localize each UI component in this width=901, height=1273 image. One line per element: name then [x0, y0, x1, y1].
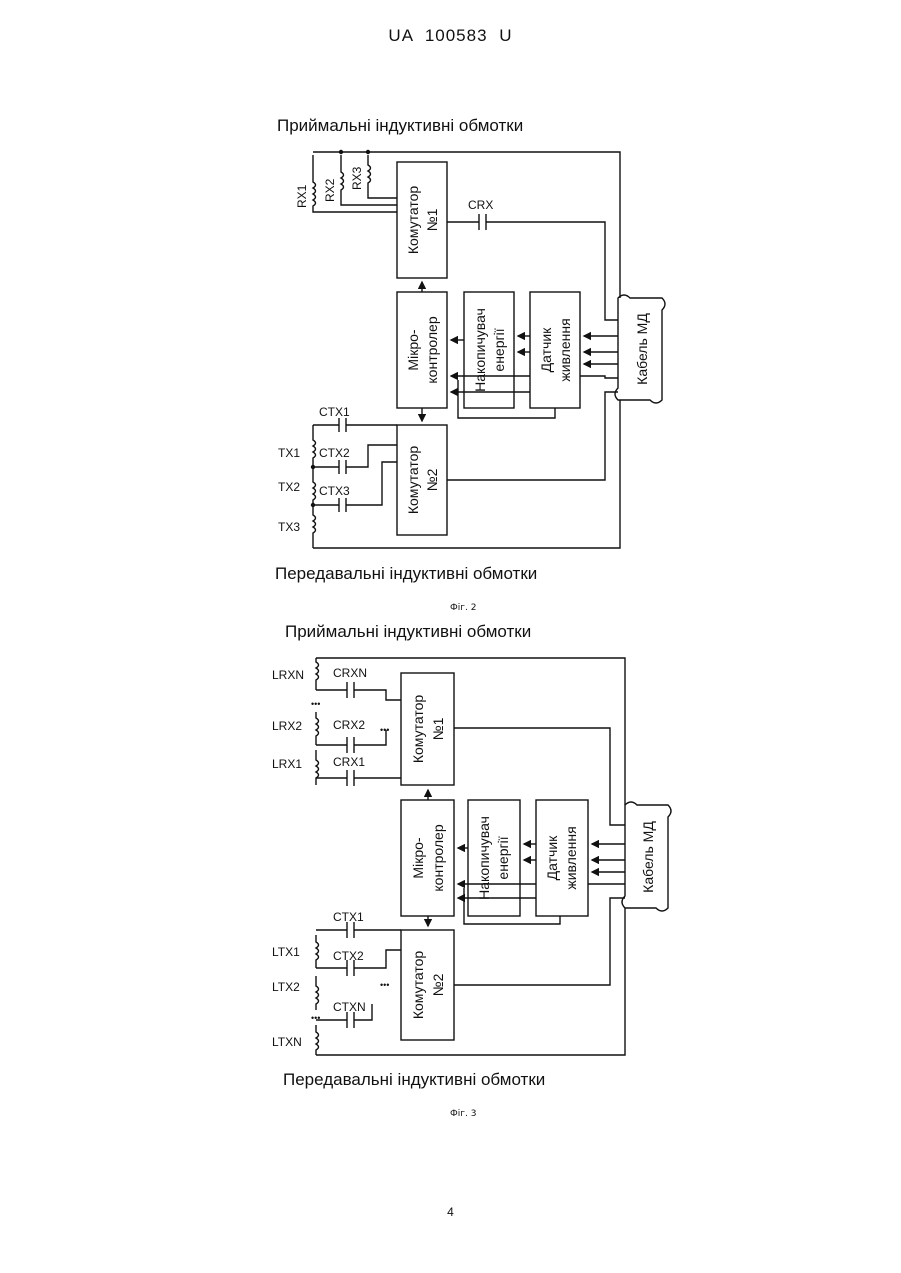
- fig2-tx3-label: TX3: [278, 520, 300, 534]
- fig2-mcu-line2: контролер: [424, 316, 440, 383]
- fig2-storage-line2: енергії: [491, 328, 507, 371]
- fig3-ellipsis-tx-left: •••: [311, 1013, 320, 1023]
- fig3-switch2-line2: №2: [430, 973, 446, 996]
- fig3-ltx2-label: LTX2: [272, 980, 300, 994]
- fig2-crx-label: CRX: [468, 198, 493, 212]
- figure-3-diagram: Приймальні індуктивні обмотки Передаваль…: [260, 615, 680, 1105]
- fig3-crx2-label: CRX2: [333, 718, 365, 732]
- fig2-rx1-label: RX1: [295, 184, 309, 208]
- fig3-mcu-line2: контролер: [430, 824, 446, 891]
- fig3-top-label: Приймальні індуктивні обмотки: [285, 622, 531, 641]
- fig3-switch1-line2: №1: [430, 717, 446, 740]
- fig3-ltx1-label: LTX1: [272, 945, 300, 959]
- fig3-switch1-line1: Комутатор: [410, 695, 426, 763]
- fig2-rx2-label: RX2: [323, 178, 337, 202]
- fig3-sensor-line2: живлення: [563, 826, 579, 889]
- fig3-switch1-box: [401, 673, 454, 785]
- fig2-ctx2-label: CTX2: [319, 446, 350, 460]
- fig2-sensor-line2: живлення: [557, 318, 573, 381]
- fig2-mcu-line1: Мікро-: [405, 329, 421, 370]
- fig2-switch1-line1: Комутатор: [405, 186, 421, 254]
- fig3-switch2-box: [401, 930, 454, 1040]
- fig3-ctx1-label: CTX1: [333, 910, 364, 924]
- fig3-ctx2-label: CTX2: [333, 949, 364, 963]
- fig3-ltxn-label: LTXN: [272, 1035, 302, 1049]
- fig2-storage-line1: Накопичувач: [472, 308, 488, 392]
- fig3-ellipsis-rx-top: •••: [311, 699, 320, 709]
- fig2-cable-label: Кабель МД: [634, 313, 650, 385]
- fig3-crx1-label: CRX1: [333, 755, 365, 769]
- fig2-caption: Фіг. 2: [450, 603, 476, 613]
- fig3-ctxn-label: CTXN: [333, 1000, 366, 1014]
- page-number: 4: [0, 1205, 901, 1219]
- fig3-lrx2-label: LRX2: [272, 719, 302, 733]
- fig2-switch2-line1: Комутатор: [405, 446, 421, 514]
- fig2-bottom-label: Передавальні індуктивні обмотки: [275, 564, 537, 583]
- fig2-ctx3-label: CTX3: [319, 484, 350, 498]
- fig2-tx2-label: TX2: [278, 480, 300, 494]
- fig3-lrx1-label: LRX1: [272, 757, 302, 771]
- fig3-cable-label: Кабель МД: [640, 821, 656, 893]
- fig3-caption: Фіг. 3: [450, 1109, 476, 1119]
- figure-2-diagram: Приймальні індуктивні обмотки Передаваль…: [250, 105, 670, 595]
- fig3-ellipsis-tx-mid: •••: [380, 980, 389, 990]
- fig2-ctx1-label: CTX1: [319, 405, 350, 419]
- fig3-mcu-line1: Мікро-: [410, 837, 426, 878]
- fig3-storage-line2: енергії: [495, 836, 511, 879]
- fig2-rx3-label: RX3: [350, 166, 364, 190]
- fig3-mcu-box: [401, 800, 454, 916]
- fig2-switch1-line2: №1: [424, 208, 440, 231]
- fig2-sensor-line1: Датчик: [538, 327, 554, 372]
- fig3-crxn-label: CRXN: [333, 666, 367, 680]
- fig2-top-label: Приймальні індуктивні обмотки: [277, 116, 523, 135]
- fig2-tx1-label: TX1: [278, 446, 300, 460]
- fig3-lrxn-label: LRXN: [272, 668, 304, 682]
- fig3-sensor-line1: Датчик: [544, 835, 560, 880]
- fig3-storage-line1: Накопичувач: [476, 816, 492, 900]
- document-number: UA 100583 U: [0, 26, 901, 46]
- fig3-switch2-line1: Комутатор: [410, 951, 426, 1019]
- fig2-switch2-line2: №2: [424, 468, 440, 491]
- fig3-bottom-label: Передавальні індуктивні обмотки: [283, 1070, 545, 1089]
- fig3-ellipsis-rx-mid: •••: [380, 725, 389, 735]
